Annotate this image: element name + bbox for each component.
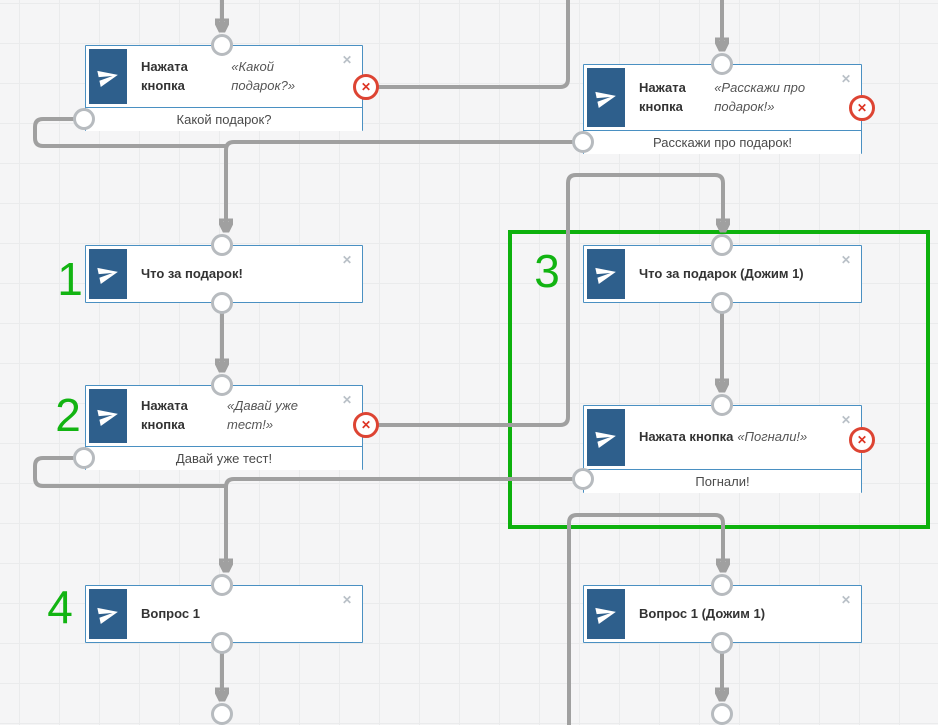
connector-davay-timeout-to-dozhim [378, 173, 723, 427]
connector-kakoy-button-out [33, 117, 226, 148]
node-title: Нажата кнопка «Расскажи про подарок!» [639, 79, 806, 114]
close-icon[interactable]: ✕ [840, 593, 851, 607]
node-title: Нажата кнопка «Какой подарок?» [141, 58, 296, 93]
port-in-vopros-dozhim[interactable] [711, 574, 733, 596]
node-button-pressed-pognali[interactable]: Нажата кнопка «Погнали!» ✕ Погнали! [583, 405, 862, 493]
telegram-icon [89, 49, 127, 104]
port-out-kakoy-button[interactable] [73, 108, 95, 130]
node-button-pressed-kakoy-podarok[interactable]: Нажата кнопка «Какой подарок?» ✕ Какой п… [85, 45, 363, 131]
node-title: Вопрос 1 [141, 605, 200, 621]
port-in-davay[interactable] [211, 374, 233, 396]
close-icon[interactable]: ✕ [341, 253, 352, 267]
telegram-icon [89, 589, 127, 639]
node-header: Нажата кнопка «Давай уже тест!» ✕ [86, 386, 362, 446]
telegram-icon [587, 249, 625, 299]
port-in-offscreen-right[interactable] [711, 703, 733, 725]
close-icon[interactable]: ✕ [840, 413, 851, 427]
port-out-chto[interactable] [211, 292, 233, 314]
node-button-rasskazhi[interactable]: Расскажи про подарок! [584, 130, 861, 154]
port-in-chto-dozhim[interactable] [711, 234, 733, 256]
node-title: Вопрос 1 (Дожим 1) [639, 605, 766, 621]
node-button-pognali[interactable]: Погнали! [584, 469, 861, 493]
node-title: Нажата кнопка «Погнали!» [639, 429, 808, 445]
port-out-davay-button[interactable] [73, 447, 95, 469]
connector-kakoy-timeout-up [378, 0, 570, 89]
node-header: Вопрос 1 ✕ [86, 586, 362, 642]
node-header: Что за подарок! ✕ [86, 246, 362, 302]
close-icon[interactable]: ✕ [840, 253, 851, 267]
node-header: Нажата кнопка «Какой подарок?» ✕ [86, 46, 362, 107]
port-in-pognali[interactable] [711, 394, 733, 416]
port-out-vopros[interactable] [211, 632, 233, 654]
port-in-vopros[interactable] [211, 574, 233, 596]
remove-connection-icon[interactable]: ✕ [353, 412, 379, 438]
close-icon[interactable]: ✕ [341, 53, 352, 67]
connector-pognali-button-to-vopros [226, 477, 583, 571]
annotation-number-4: 4 [47, 581, 73, 633]
port-in-rasskazhi[interactable] [711, 53, 733, 75]
port-in-offscreen-left[interactable] [211, 703, 233, 725]
telegram-icon [587, 68, 625, 127]
node-header: Что за подарок (Дожим 1) ✕ [584, 246, 861, 302]
remove-connection-icon[interactable]: ✕ [849, 427, 875, 453]
node-title: Что за подарок! [141, 265, 243, 281]
remove-connection-icon[interactable]: ✕ [353, 74, 379, 100]
port-in-kakoy[interactable] [211, 34, 233, 56]
close-icon[interactable]: ✕ [341, 393, 352, 407]
annotation-number-2: 2 [55, 389, 81, 441]
port-out-pognali-button[interactable] [572, 468, 594, 490]
telegram-icon [89, 389, 127, 443]
node-title: Что за подарок (Дожим 1) [639, 265, 804, 281]
connector-rasskazhi-button-to-chto [226, 140, 583, 231]
port-out-vopros-dozhim[interactable] [711, 632, 733, 654]
telegram-icon [587, 589, 625, 639]
annotation-number-3: 3 [534, 245, 560, 297]
node-title: Нажата кнопка «Давай уже тест!» [141, 398, 299, 432]
connector-davay-button-out [33, 456, 226, 488]
telegram-icon [89, 249, 127, 299]
node-header: Вопрос 1 (Дожим 1) ✕ [584, 586, 861, 642]
node-button-davay-test[interactable]: Давай уже тест! [86, 446, 362, 470]
annotation-number-1: 1 [57, 253, 83, 305]
node-button-kakoy-podarok[interactable]: Какой подарок? [86, 107, 362, 131]
connector-bottom-to-vopros-dozhim [567, 513, 723, 725]
port-out-rasskazhi-button[interactable] [572, 131, 594, 153]
port-out-chto-dozhim[interactable] [711, 292, 733, 314]
node-header: Нажата кнопка «Погнали!» ✕ [584, 406, 861, 469]
port-in-chto[interactable] [211, 234, 233, 256]
close-icon[interactable]: ✕ [840, 72, 851, 86]
remove-connection-icon[interactable]: ✕ [849, 95, 875, 121]
close-icon[interactable]: ✕ [341, 593, 352, 607]
node-header: Нажата кнопка «Расскажи про подарок!» ✕ [584, 65, 861, 130]
telegram-icon [587, 409, 625, 466]
node-button-pressed-rasskazhi[interactable]: Нажата кнопка «Расскажи про подарок!» ✕ … [583, 64, 862, 154]
node-button-pressed-davay-test[interactable]: Нажата кнопка «Давай уже тест!» ✕ Давай … [85, 385, 363, 470]
